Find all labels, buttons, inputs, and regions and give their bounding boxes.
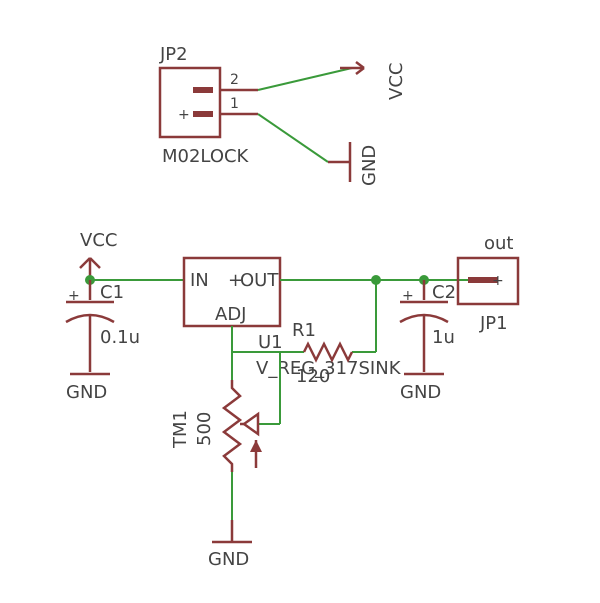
jp1-connector: + out JP1 — [456, 233, 520, 334]
c1-value: 0.1u — [100, 327, 140, 348]
jp2-pin1-label: 1 — [230, 96, 239, 112]
u1-out-label: OUT — [240, 270, 279, 291]
gnd-supply-bottom: GND — [208, 520, 252, 570]
jp2-value: M02LOCK — [162, 146, 250, 167]
capacitor-c1: + C1 0.1u GND — [65, 280, 140, 403]
jp1-name: JP1 — [479, 313, 508, 334]
jp2-name: JP2 — [159, 44, 188, 65]
c2-value: 1u — [432, 327, 455, 348]
vcc-left-arrow-a — [79, 257, 91, 269]
jp2-pin2-label: 2 — [230, 72, 239, 88]
capacitor-c2: + C2 1u GND — [399, 280, 456, 403]
vcc-supply-left: VCC — [79, 230, 117, 280]
c1-name: C1 — [100, 282, 124, 303]
c1-gnd-label: GND — [66, 382, 107, 403]
gnd-top-label: GND — [359, 145, 380, 186]
jp1-body — [456, 256, 520, 306]
vcc-left-label: VCC — [80, 230, 117, 251]
r1-zigzag — [302, 341, 354, 363]
vcc-top-arrow-a — [355, 61, 365, 69]
r1-value: 120 — [296, 366, 330, 387]
wire-jp2-gnd — [257, 113, 329, 163]
c2-name: C2 — [432, 282, 456, 303]
vcc-top-label: VCC — [386, 63, 407, 100]
u1-out-plus: + — [228, 270, 243, 291]
tm1-adjust-arrow — [250, 440, 262, 452]
c2-gnd-label: GND — [400, 382, 441, 403]
c1-plus: + — [68, 288, 80, 304]
vcc-supply-top: VCC — [340, 61, 407, 100]
resistor-r1: R1 120 — [292, 320, 354, 387]
vcc-left-arrow-b — [89, 257, 101, 269]
jp2-body — [158, 66, 222, 139]
tm1-zigzag — [221, 380, 243, 472]
r1-name: R1 — [292, 320, 316, 341]
gnd-supply-top: GND — [328, 142, 380, 186]
gnd-bottom-label: GND — [208, 549, 249, 570]
jp1-plus: + — [492, 273, 504, 289]
jp2-connector: JP2 M02LOCK 2 1 + — [158, 44, 250, 167]
u1-name: U1 — [258, 332, 283, 353]
regulator-u1: IN + OUT ADJ U1 V_REG_317SINK — [182, 256, 402, 379]
trimmer-tm1: TM1 500 — [170, 380, 262, 472]
c2-plus: + — [402, 288, 414, 304]
tm1-wiper-arrow — [241, 411, 260, 437]
u1-in-label: IN — [190, 270, 209, 291]
u1-adj-label: ADJ — [215, 304, 246, 325]
tm1-value: 500 — [194, 412, 215, 446]
u1-value: V_REG_317SINK — [256, 358, 402, 379]
vcc-top-arrow-b — [355, 67, 365, 75]
jp2-plus-label: + — [178, 107, 190, 123]
wire-jp2-vcc — [257, 67, 353, 91]
jp1-label: out — [484, 233, 513, 254]
tm1-name: TM1 — [170, 410, 191, 449]
